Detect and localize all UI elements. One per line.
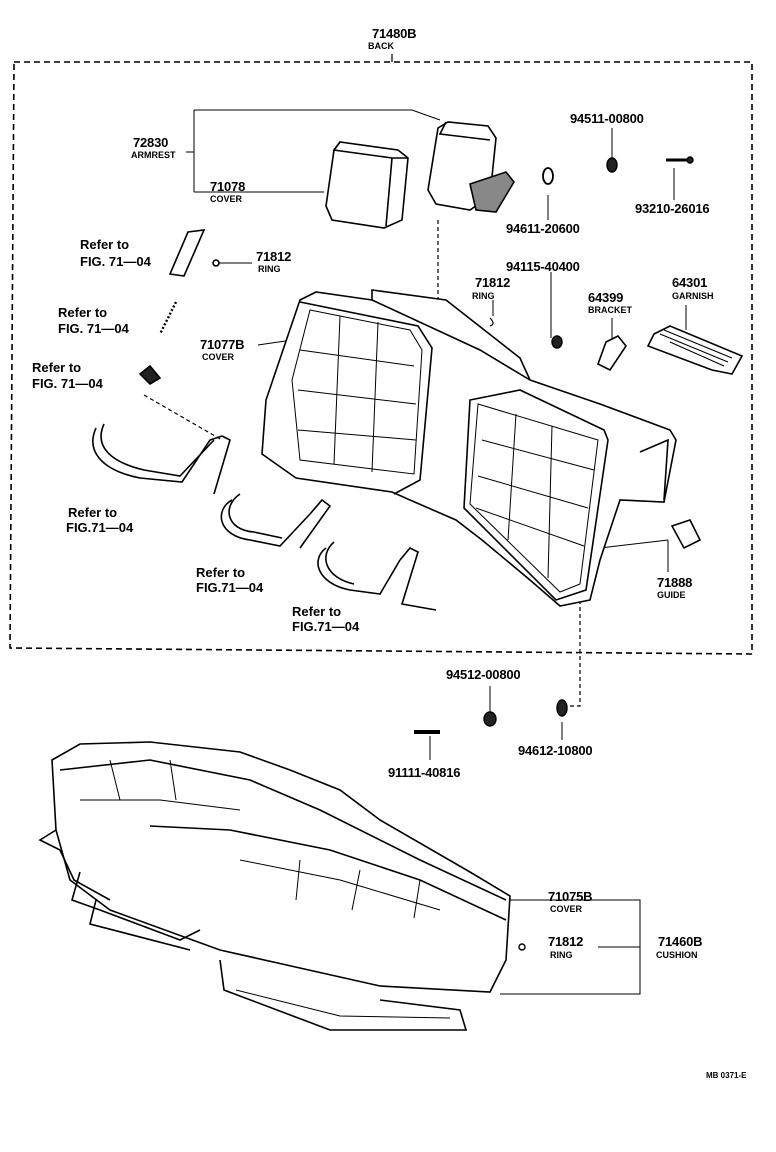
cushion-cover-part-number: 71075B xyxy=(548,889,593,904)
ring-upper-part-number: 71812 xyxy=(475,275,511,290)
reference-6-line2: FIG.71—04 xyxy=(292,619,360,634)
reference-1-line2: FIG. 71—04 xyxy=(80,254,151,269)
nut-94512-part-number: 94512-00800 xyxy=(446,667,521,682)
seat-cushion-part xyxy=(38,741,511,1031)
drawing-code: MB 0371-E xyxy=(706,1071,747,1080)
leader-lines xyxy=(186,109,687,995)
left-small-parts xyxy=(138,229,220,386)
back-part-number: 71480B xyxy=(372,26,417,41)
armrest-cover-part-number: 71078 xyxy=(210,179,246,194)
reference-1-line1: Refer to xyxy=(80,237,130,252)
cushion-cover-part-name: COVER xyxy=(550,904,583,914)
ring-cushion-part-number: 71812 xyxy=(548,934,584,949)
reference-4-line1: Refer to xyxy=(68,505,118,520)
nut-94612-part-number: 94612-10800 xyxy=(518,743,593,758)
lower-fasteners xyxy=(414,699,568,951)
guide-part-number: 71888 xyxy=(657,575,693,590)
bracket-part-number: 64399 xyxy=(588,290,624,305)
top-fasteners xyxy=(489,156,694,349)
nut-94115-part-number: 94115-40400 xyxy=(506,259,580,274)
armrest-cover-part xyxy=(325,141,409,229)
ring-back-part-number: 71812 xyxy=(256,249,292,264)
bolt-93210-part-number: 93210-26016 xyxy=(635,201,710,216)
reference-3-line2: FIG. 71—04 xyxy=(32,376,103,391)
armrest-part xyxy=(427,121,515,213)
reference-5-line2: FIG.71—04 xyxy=(196,580,264,595)
guide-part-name: GUIDE xyxy=(657,590,686,600)
garnish-part xyxy=(646,325,744,375)
armrest-cover-part-name: COVER xyxy=(210,194,243,204)
bolt-91111-part-number: 91111-40816 xyxy=(388,765,461,780)
reference-6-line1: Refer to xyxy=(292,604,342,619)
nut-94511-part-number: 94511-00800 xyxy=(570,111,644,126)
cushion-part-name: CUSHION xyxy=(656,950,698,960)
ring-upper-part-name: RING xyxy=(472,291,495,301)
attachment-lines xyxy=(143,220,581,707)
armrest-part-name: ARMREST xyxy=(131,150,176,160)
back-cover-part-name: COVER xyxy=(202,352,235,362)
ring-back-part-name: RING xyxy=(258,264,281,274)
ring-cushion-part-name: RING xyxy=(550,950,573,960)
nut-94611-part-number: 94611-20600 xyxy=(506,221,580,236)
garnish-part-number: 64301 xyxy=(672,275,708,290)
cushion-part-number: 71460B xyxy=(658,934,703,949)
garnish-part-name: GARNISH xyxy=(672,291,714,301)
seat-belts xyxy=(92,423,437,611)
armrest-part-number: 72830 xyxy=(133,135,169,150)
reference-4-line2: FIG.71—04 xyxy=(66,520,134,535)
back-cover-part-number: 71077B xyxy=(200,337,245,352)
back-part-name: BACK xyxy=(368,41,394,51)
reference-3-line1: Refer to xyxy=(32,360,82,375)
guide-part xyxy=(670,519,702,550)
bracket-part xyxy=(597,334,627,372)
reference-5-line1: Refer to xyxy=(196,565,246,580)
reference-2-line2: FIG. 71—04 xyxy=(58,321,129,336)
bracket-part-name: BRACKET xyxy=(588,305,632,315)
reference-2-line1: Refer to xyxy=(58,305,108,320)
back-assembly-boundary xyxy=(9,61,753,655)
seat-back-part xyxy=(261,289,677,607)
